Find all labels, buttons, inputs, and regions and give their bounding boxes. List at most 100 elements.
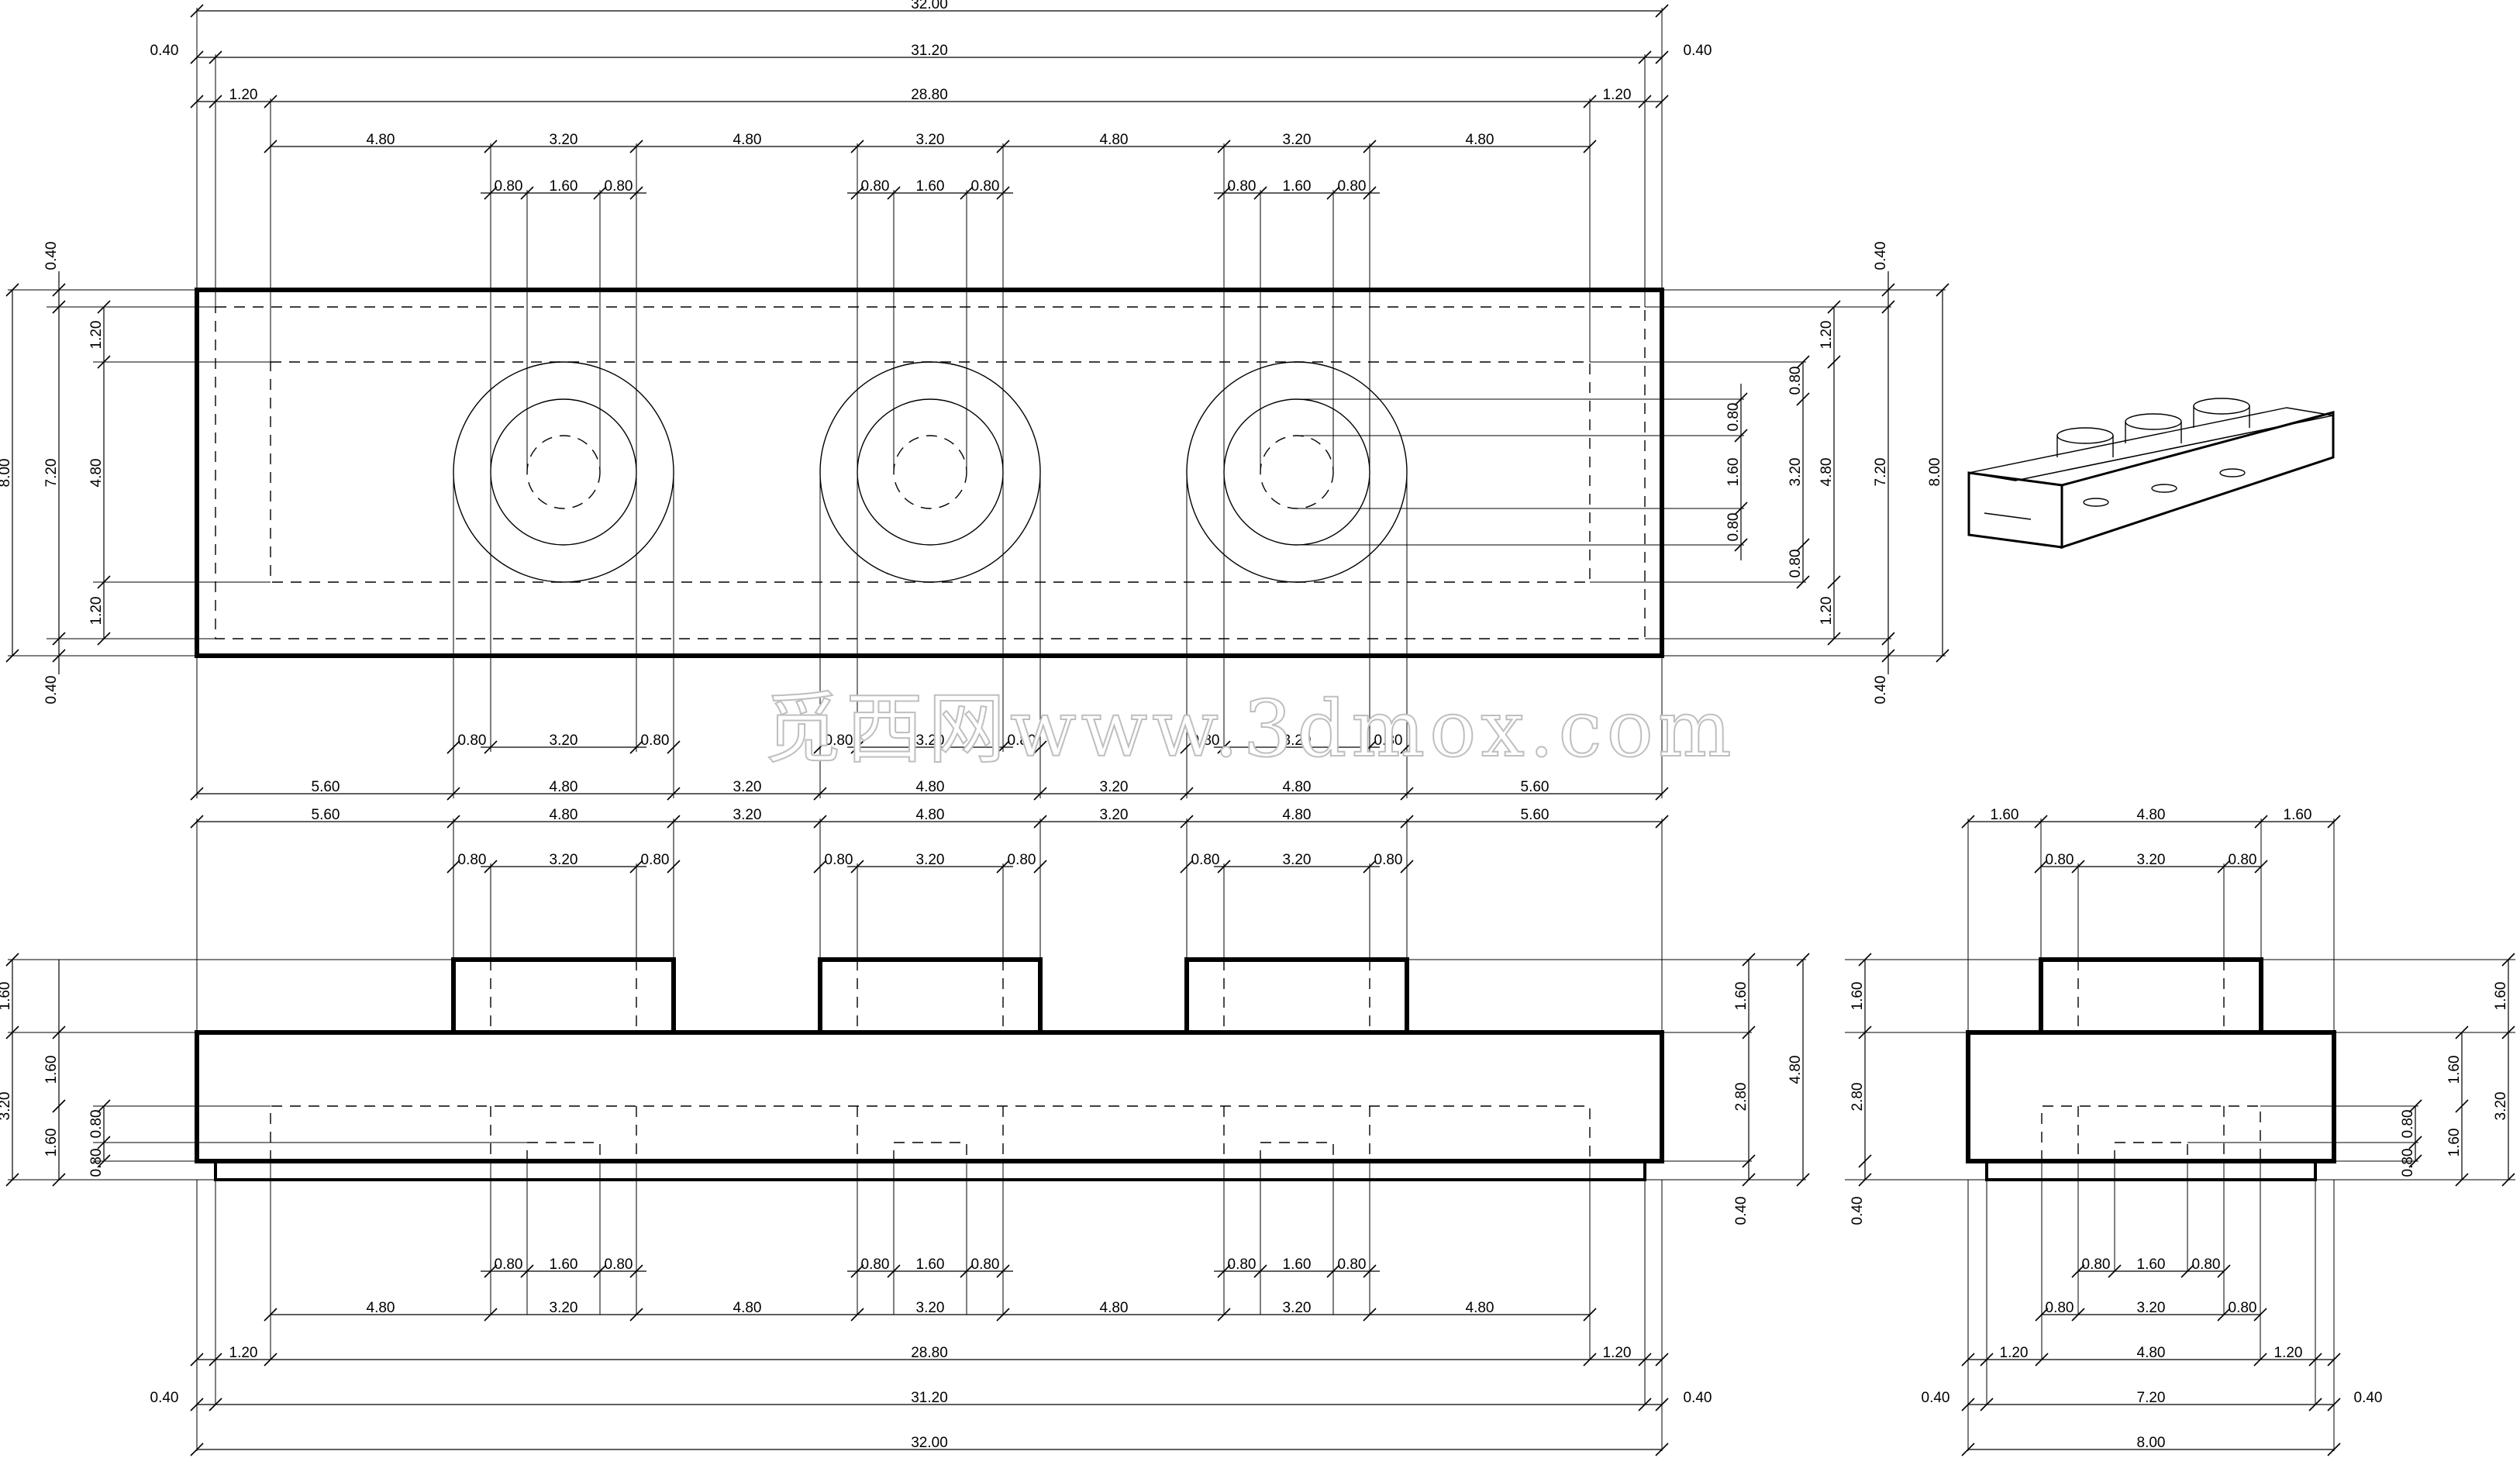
dim-label: 1.60 — [2284, 807, 2312, 823]
dim-label: 0.40 — [1684, 1390, 1712, 1406]
dim-label: 0.80 — [1228, 1256, 1257, 1273]
dim-label: 3.20 — [550, 132, 578, 148]
dim-label: 3.20 — [916, 732, 945, 749]
dim-label: 3.20 — [550, 852, 578, 868]
side-view-labels: 1.60 4.80 1.60 0.80 3.20 0.80 0.80 1.60 … — [1849, 807, 2509, 1451]
dim-label: 4.80 — [550, 779, 578, 795]
dim-label: 3.20 — [1787, 458, 1804, 487]
dim-label: 0.40 — [1922, 1390, 1950, 1406]
dim-label: 4.80 — [367, 132, 395, 148]
dim-label: 28.80 — [911, 87, 948, 103]
dim-label: 4.80 — [2137, 1345, 2166, 1361]
side-body — [1966, 1030, 2336, 1163]
dim-label: 3.20 — [1283, 852, 1312, 868]
dim-label: 3.20 — [2493, 1092, 2509, 1121]
front-base — [214, 1160, 1646, 1181]
dim-label: 0.40 — [150, 1390, 179, 1406]
dim-label: 3.20 — [916, 132, 945, 148]
isometric-view — [1967, 398, 2335, 550]
dim-label: 3.20 — [550, 1300, 578, 1316]
dim-label: 0.80 — [88, 1149, 105, 1177]
dim-label: 7.20 — [2137, 1390, 2166, 1406]
dim-label: 1.60 — [1733, 982, 1750, 1011]
dim-label: 1.20 — [88, 597, 105, 626]
dim-label: 1.20 — [1818, 597, 1835, 626]
dim-label: 0.80 — [1008, 852, 1036, 868]
side-stud — [2039, 957, 2263, 1035]
dim-label: 0.80 — [2046, 852, 2074, 868]
dim-label: 1.60 — [916, 1256, 945, 1273]
dim-label: 0.80 — [1374, 852, 1403, 868]
dim-label: 3.20 — [0, 1092, 13, 1121]
dim-label: 4.80 — [1283, 807, 1312, 823]
dim-label: 5.60 — [312, 807, 340, 823]
dim-label: 4.80 — [1100, 132, 1129, 148]
dim-label: 0.80 — [458, 732, 487, 749]
dim-label: 0.80 — [2229, 1300, 2257, 1316]
dim-label: 1.20 — [229, 87, 258, 103]
dim-label: 0.80 — [495, 178, 523, 195]
front-stud-1 — [451, 957, 676, 1035]
dim-label: 31.20 — [911, 43, 948, 59]
dim-label: 4.80 — [733, 132, 762, 148]
top-view: 32.00 31.20 0.40 0.40 28.80 1.20 1.20 4.… — [0, 0, 1949, 801]
side-view: 1.60 4.80 1.60 0.80 3.20 0.80 0.80 1.60 … — [1845, 807, 2515, 1456]
dim-label: 4.80 — [367, 1300, 395, 1316]
dim-label: 1.20 — [229, 1345, 258, 1361]
dim-label: 0.40 — [43, 676, 60, 705]
dim-label: 0.80 — [971, 178, 1000, 195]
dim-label: 3.20 — [2137, 852, 2166, 868]
dim-label: 7.20 — [1873, 458, 1889, 487]
dim-label: 0.80 — [1338, 1256, 1367, 1273]
front-stud-3 — [1184, 957, 1409, 1035]
top-view-lower-labels: 0.80 3.20 0.80 0.80 3.20 0.80 0.80 3.20 … — [312, 732, 1550, 795]
top-view-upper-labels: 32.00 31.20 0.40 0.40 28.80 1.20 1.20 4.… — [150, 0, 1712, 195]
dim-label: 1.60 — [916, 178, 945, 195]
dim-label: 0.80 — [825, 852, 853, 868]
dim-label: 0.80 — [1008, 732, 1036, 749]
dim-label: 5.60 — [1521, 807, 1550, 823]
dim-label: 5.60 — [1521, 779, 1550, 795]
dim-label: 1.60 — [1283, 178, 1312, 195]
dim-label: 0.80 — [1228, 178, 1257, 195]
dim-label: 0.80 — [1725, 513, 1742, 542]
dim-label: 0.80 — [641, 732, 670, 749]
dim-label: 3.20 — [1283, 132, 1312, 148]
dim-label: 0.80 — [1191, 732, 1220, 749]
dim-label: 1.60 — [2446, 1129, 2463, 1157]
dim-label: 0.80 — [825, 732, 853, 749]
dim-label: 7.20 — [43, 459, 60, 488]
top-view-right-ticks — [1734, 283, 1949, 663]
dim-label: 3.20 — [1100, 779, 1129, 795]
top-view-outline — [195, 288, 1664, 658]
top-view-right-labels: 0.80 1.60 0.80 0.80 3.20 0.80 1.20 4.80 … — [1725, 242, 1943, 705]
dim-label: 0.80 — [1338, 178, 1367, 195]
dim-label: 0.80 — [1725, 403, 1742, 432]
dim-label: 0.80 — [971, 1256, 1000, 1273]
front-view: 5.60 4.80 3.20 4.80 3.20 4.80 5.60 0.80 … — [0, 807, 1810, 1456]
dim-label: 2.80 — [1849, 1083, 1866, 1112]
dim-label: 31.20 — [911, 1390, 948, 1406]
dim-label: 8.00 — [0, 459, 13, 488]
dim-label: 0.80 — [495, 1256, 523, 1273]
dim-label: 4.80 — [1818, 458, 1835, 487]
dim-label: 28.80 — [911, 1345, 948, 1361]
dim-label: 0.80 — [605, 1256, 633, 1273]
side-base — [1985, 1160, 2317, 1181]
dim-label: 0.80 — [2192, 1256, 2221, 1273]
dim-label: 3.20 — [733, 779, 762, 795]
dim-label: 0.80 — [2400, 1149, 2416, 1177]
dim-label: 5.60 — [312, 779, 340, 795]
dim-label: 32.00 — [911, 1435, 948, 1451]
dim-label: 0.80 — [1787, 367, 1804, 395]
dim-label: 0.80 — [1374, 732, 1403, 749]
dim-label: 4.80 — [2137, 807, 2166, 823]
dim-label: 0.80 — [88, 1110, 105, 1139]
dim-label: 4.80 — [916, 807, 945, 823]
dim-label: 8.00 — [1927, 458, 1943, 487]
dim-label: 2.80 — [1733, 1083, 1750, 1112]
dim-label: 4.80 — [1466, 1300, 1494, 1316]
dim-label: 3.20 — [550, 732, 578, 749]
dim-label: 3.20 — [916, 1300, 945, 1316]
